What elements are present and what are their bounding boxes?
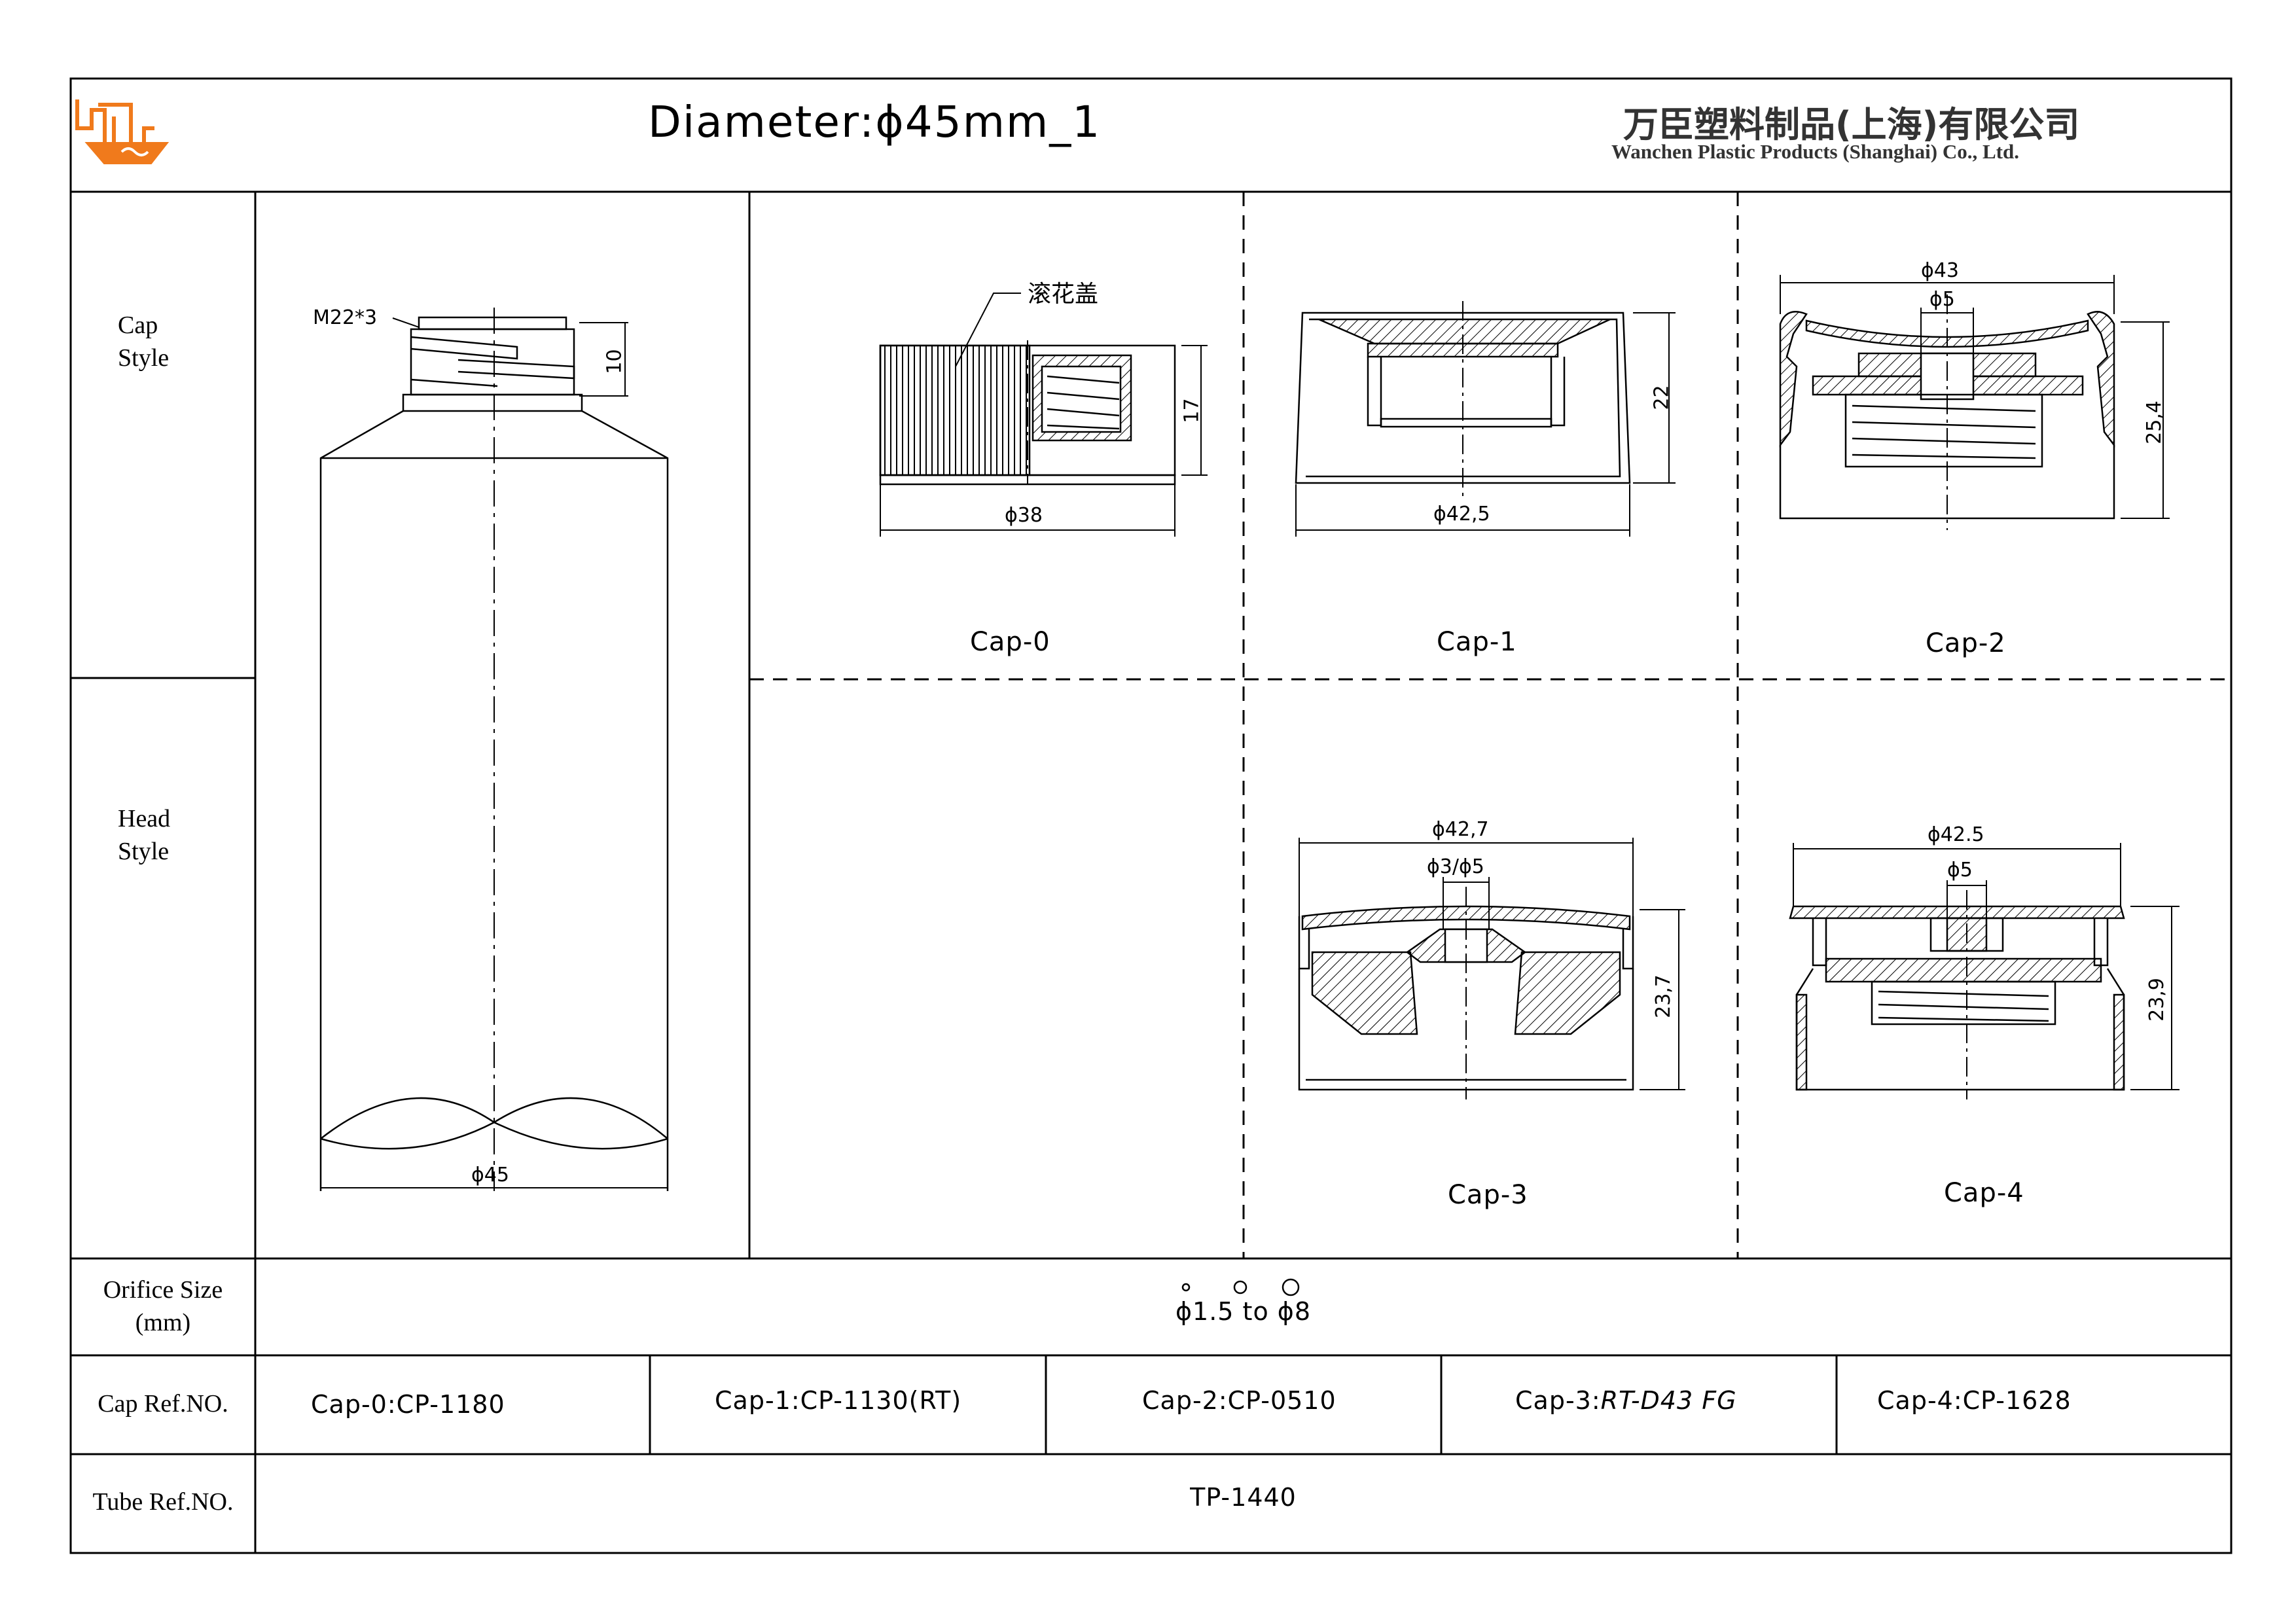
cap-ref-1: Cap-1:CP-1130(RT) xyxy=(715,1386,962,1415)
cap2-drawing xyxy=(1779,275,2170,530)
company-name-en: Wanchen Plastic Products (Shanghai) Co.,… xyxy=(1611,140,2019,163)
row-label-cap-style: Cap Style xyxy=(118,312,170,372)
orifice-circles xyxy=(1181,1278,1300,1296)
cap1-drawing xyxy=(1295,301,1676,537)
cap1-diameter: ϕ42,5 xyxy=(1433,503,1490,526)
tube-neck-height: 10 xyxy=(603,349,626,374)
cap-ref-3-code: RT-D43 FG xyxy=(1600,1386,1737,1415)
company-name-cn: 万臣塑料制品(上海)有限公司 xyxy=(1623,104,2080,145)
cap2-diameter: ϕ43 xyxy=(1921,259,1959,282)
cap2-orifice: ϕ5 xyxy=(1929,288,1955,311)
cap4-label: Cap-4 xyxy=(1944,1178,2024,1208)
cap3-label: Cap-3 xyxy=(1448,1180,1528,1210)
company-logo xyxy=(75,99,170,164)
cap0-height: 17 xyxy=(1180,398,1204,423)
cap0-diameter: ϕ38 xyxy=(1005,504,1043,527)
cap3-orifice: ϕ3/ϕ5 xyxy=(1427,855,1484,878)
tube-thread-label: M22*3 xyxy=(313,306,378,329)
tube-dimensions xyxy=(321,308,668,1191)
cap3-diameter: ϕ42,7 xyxy=(1432,818,1489,841)
cap0-label: Cap-0 xyxy=(970,627,1050,657)
cap4-height: 23,9 xyxy=(2145,978,2168,1022)
cap4-orifice: ϕ5 xyxy=(1947,859,1973,882)
cap4-drawing xyxy=(1789,843,2179,1099)
cap3-height: 23,7 xyxy=(1651,974,1675,1018)
cap-ref-3: Cap-3:RT-D43 FG xyxy=(1515,1386,1737,1415)
cap3-drawing xyxy=(1298,838,1685,1099)
orifice-size-value: ϕ1.5 to ϕ8 xyxy=(1175,1297,1312,1326)
sheet-title: Diameter:ϕ45mm_1 xyxy=(648,97,1102,147)
row-label-cap-ref: Cap Ref.NO. xyxy=(98,1390,228,1418)
cap-ref-2: Cap-2:CP-0510 xyxy=(1142,1386,1336,1415)
tube-diameter: ϕ45 xyxy=(471,1164,509,1186)
cap-ref-0: Cap-0:CP-1180 xyxy=(311,1390,505,1419)
tube-outline xyxy=(319,316,669,1191)
table-grid xyxy=(69,77,2233,1554)
cap-grid-dashed xyxy=(749,192,2231,1258)
cap1-label: Cap-1 xyxy=(1437,627,1517,657)
row-label-tube-ref: Tube Ref.NO. xyxy=(92,1488,234,1516)
cap-ref-3-prefix: Cap-3: xyxy=(1515,1386,1601,1415)
cap2-height: 25,4 xyxy=(2142,401,2166,444)
tube-ref-value: TP-1440 xyxy=(1190,1483,1297,1512)
cap4-diameter: ϕ42.5 xyxy=(1928,823,1984,846)
row-label-head-style: Head Style xyxy=(118,805,171,865)
cap1-height: 22 xyxy=(1650,385,1674,410)
cap0-drawing xyxy=(879,293,1208,537)
cap-ref-4: Cap-4:CP-1628 xyxy=(1877,1386,2072,1415)
row-label-orifice-size: Orifice Size (mm) xyxy=(103,1276,223,1336)
cap0-note: 滚花盖 xyxy=(1028,281,1099,308)
cap2-label: Cap-2 xyxy=(1926,628,2006,658)
